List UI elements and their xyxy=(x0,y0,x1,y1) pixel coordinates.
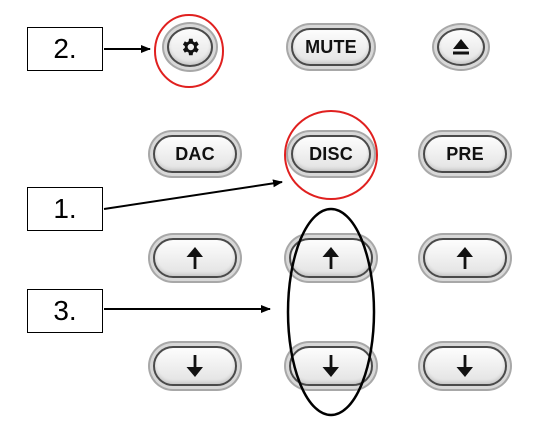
disc-button[interactable]: DISC xyxy=(291,135,371,173)
eject-icon xyxy=(451,37,471,57)
annotation-step-3: 3. xyxy=(27,289,103,333)
annotation-step-3-label: 3. xyxy=(53,295,77,326)
down-button-right[interactable] xyxy=(423,346,507,386)
mute-button[interactable]: MUTE xyxy=(291,28,371,66)
up-button-center[interactable] xyxy=(289,238,373,278)
dac-button[interactable]: DAC xyxy=(153,135,237,173)
arrow-up-icon xyxy=(320,245,342,271)
disc-label: DISC xyxy=(309,143,353,164)
eject-button[interactable] xyxy=(437,28,485,66)
up-button-left[interactable] xyxy=(153,238,237,278)
arrow-step-1 xyxy=(103,179,283,210)
pre-label: PRE xyxy=(446,143,484,164)
pre-button[interactable]: PRE xyxy=(423,135,507,173)
mute-label: MUTE xyxy=(305,36,357,57)
up-button-right[interactable] xyxy=(423,238,507,278)
gear-icon xyxy=(179,36,201,58)
arrow-up-icon xyxy=(184,245,206,271)
annotation-step-1-label: 1. xyxy=(53,193,77,224)
settings-button[interactable] xyxy=(167,27,213,67)
down-button-center[interactable] xyxy=(289,346,373,386)
annotation-step-2-label: 2. xyxy=(53,33,77,64)
arrow-down-icon xyxy=(184,353,206,379)
annotation-step-2: 2. xyxy=(27,27,103,71)
arrow-up-icon xyxy=(454,245,476,271)
annotation-step-1: 1. xyxy=(27,187,103,231)
dac-label: DAC xyxy=(175,143,215,164)
down-button-left[interactable] xyxy=(153,346,237,386)
arrow-down-icon xyxy=(454,353,476,379)
arrow-down-icon xyxy=(320,353,342,379)
